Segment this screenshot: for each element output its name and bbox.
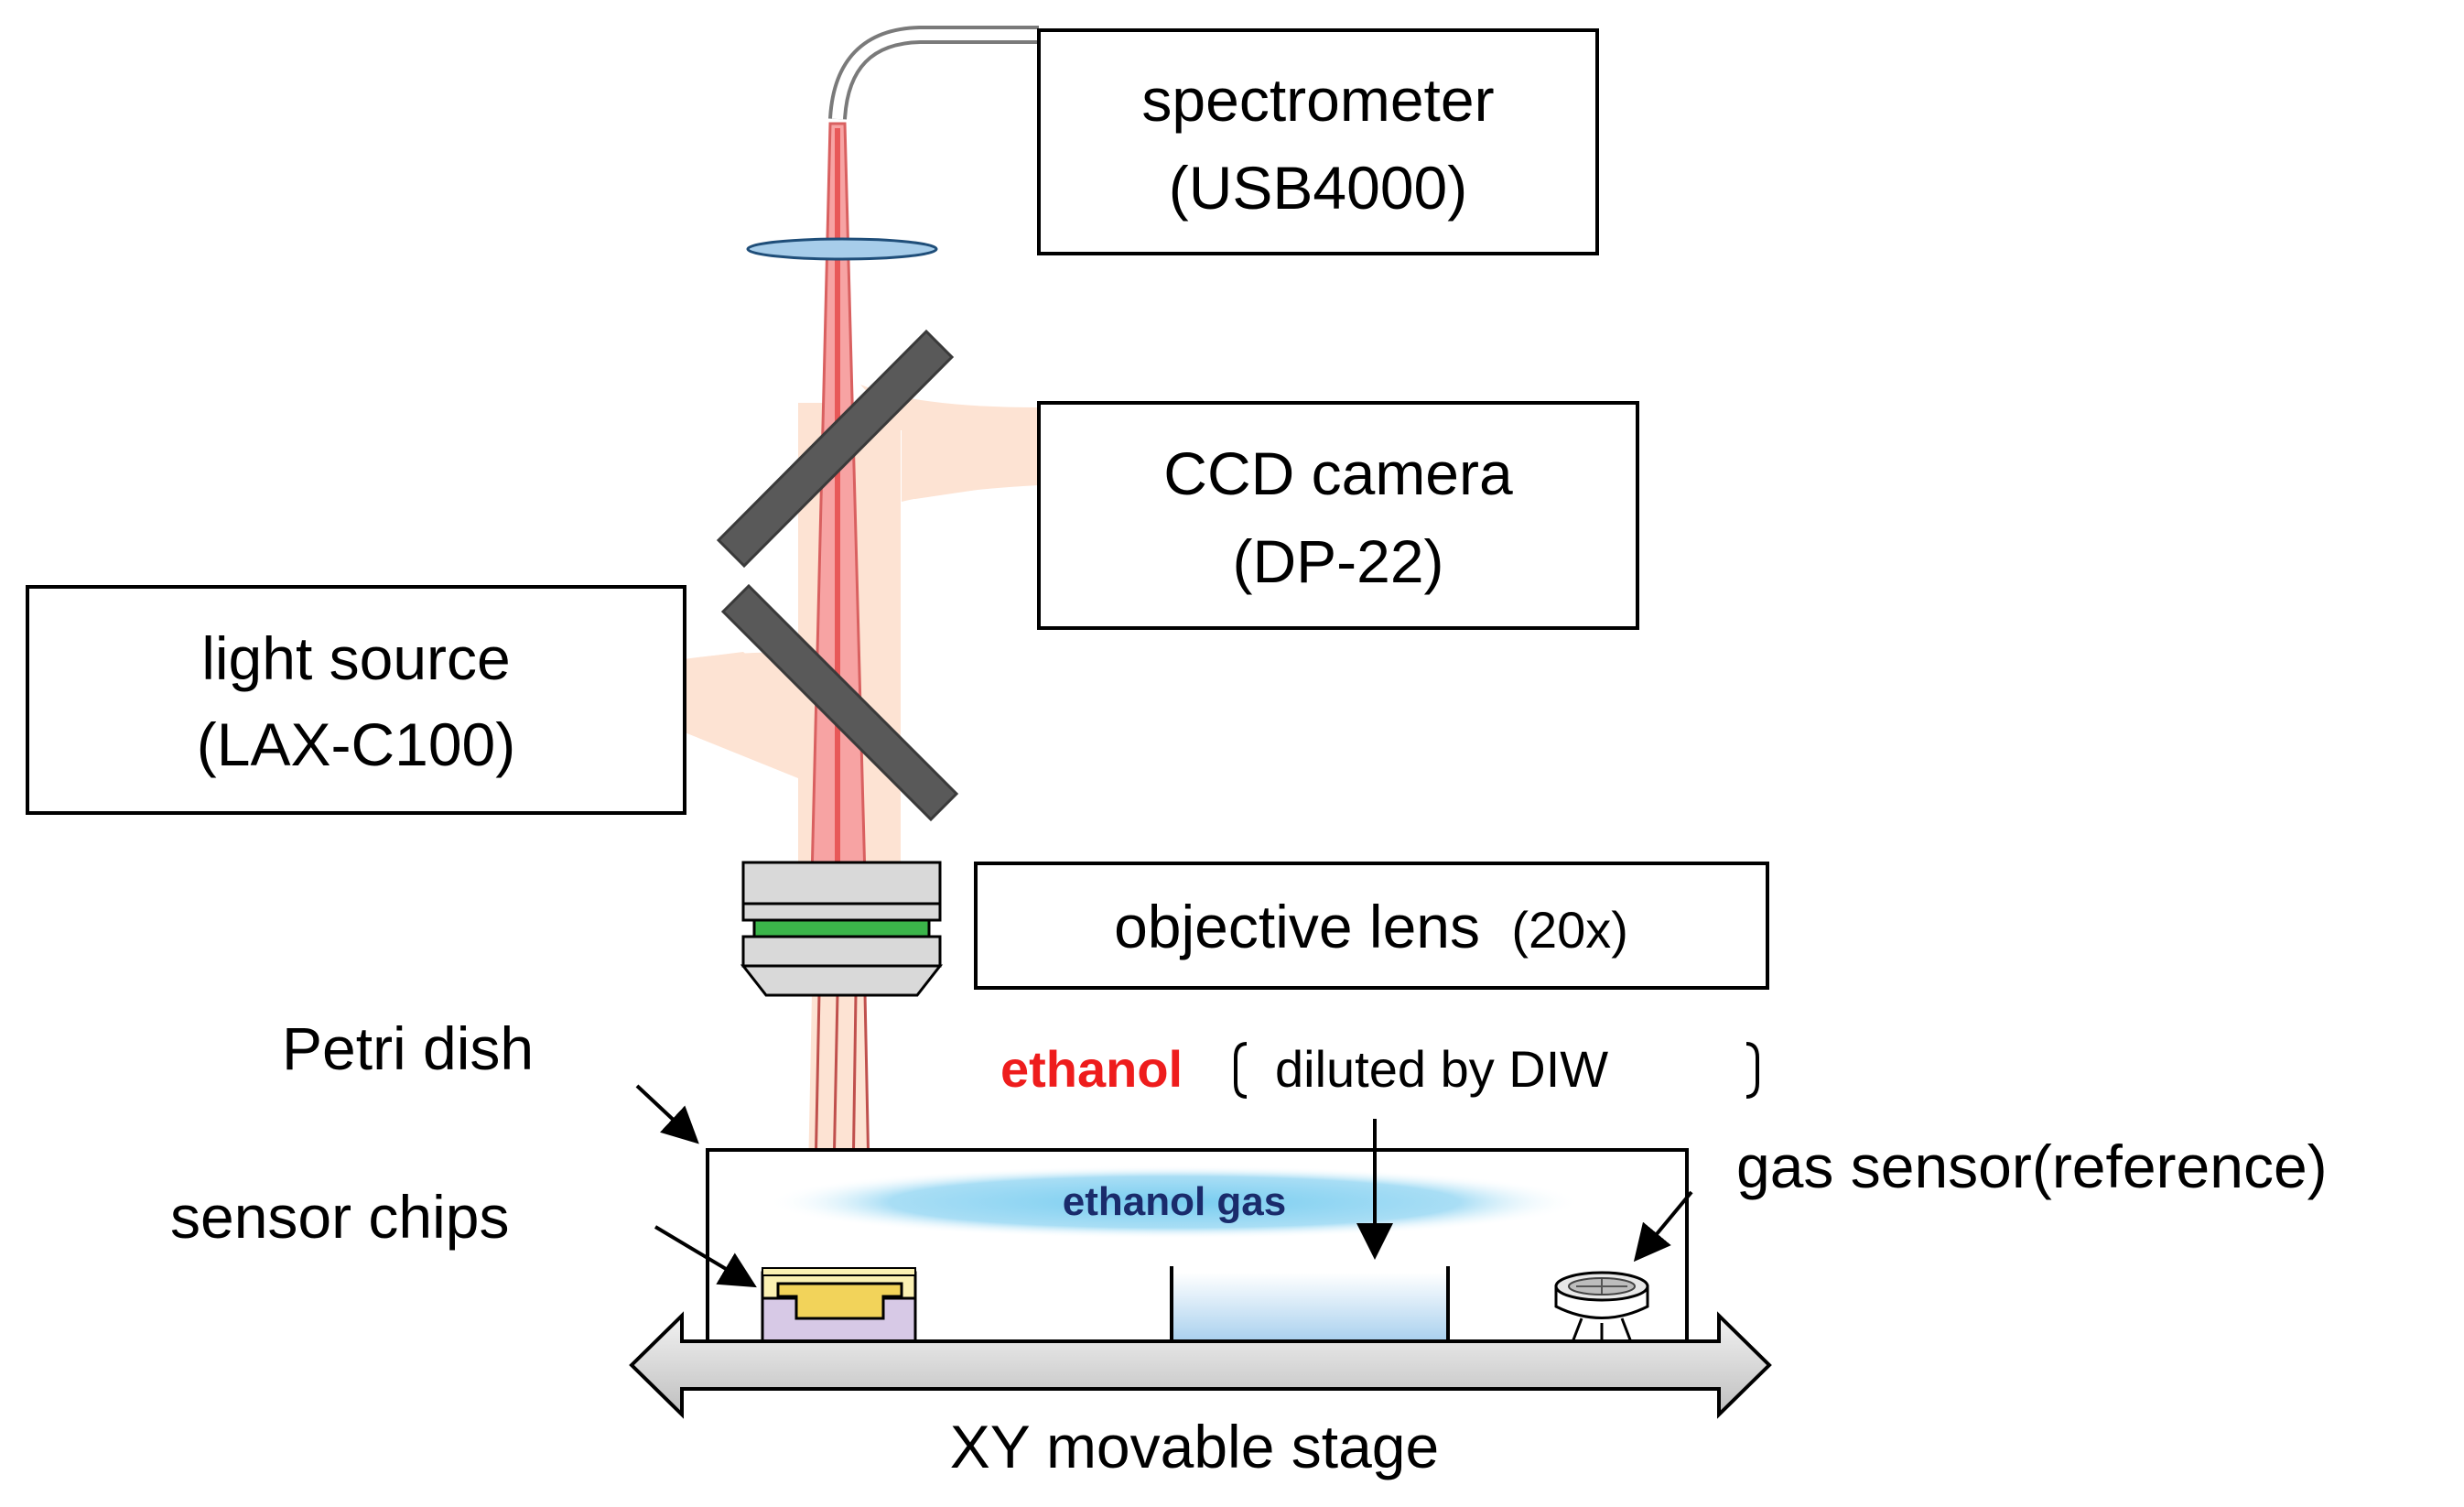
beam-splitter-upper — [716, 329, 955, 569]
diluted-label: diluted by DIW — [1275, 1040, 1608, 1098]
sensor-chips-arrow — [654, 1225, 757, 1288]
gas-sensor-icon — [1554, 1271, 1649, 1343]
sensor-chip — [761, 1267, 917, 1344]
svg-text:objective lens (20x): objective lens (20x) — [1114, 893, 1628, 960]
objective-lens-body — [740, 861, 944, 997]
petri-dish-arrow — [635, 1084, 699, 1144]
spectrometer-model: (USB4000) — [1169, 154, 1468, 222]
ethanol-gas-cloud — [767, 1165, 1582, 1239]
bracket-left — [1234, 1042, 1248, 1099]
ethanol-liquid-container — [1170, 1266, 1450, 1342]
spectrometer-label: spectrometer — [1141, 66, 1494, 134]
focusing-lens — [746, 237, 938, 261]
light-source-label: light source — [201, 624, 511, 692]
bracket-right — [1745, 1042, 1759, 1099]
xy-stage-label: XY movable stage — [950, 1413, 1439, 1480]
objective-lens-magnification: (20x) — [1511, 901, 1628, 959]
sensor-chips-label: sensor chips — [170, 1183, 510, 1251]
gas-sensor-arrow — [1633, 1190, 1693, 1263]
objective-lens-label: objective lens — [1114, 893, 1480, 960]
ccd-camera-label: CCD camera — [1163, 439, 1513, 507]
ccd-camera-box: CCD camera (DP-22) — [1037, 401, 1639, 630]
gas-sensor-label: gas sensor(reference) — [1736, 1133, 2328, 1200]
ethanol-label: ethanol — [1000, 1040, 1183, 1098]
spectrometer-box: spectrometer (USB4000) — [1037, 28, 1599, 255]
light-source-box: light source (LAX-C100) — [26, 585, 686, 815]
petri-dish-label: Petri dish — [282, 1014, 534, 1082]
objective-lens-box: objective lens (20x) — [974, 862, 1769, 990]
beam-splitter-lower — [720, 583, 959, 822]
ccd-camera-model: (DP-22) — [1232, 527, 1443, 595]
ethanol-gas-label: ethanol gas — [1063, 1179, 1287, 1224]
xy-stage-arrow — [629, 1311, 1772, 1419]
light-source-model: (LAX-C100) — [197, 710, 515, 778]
